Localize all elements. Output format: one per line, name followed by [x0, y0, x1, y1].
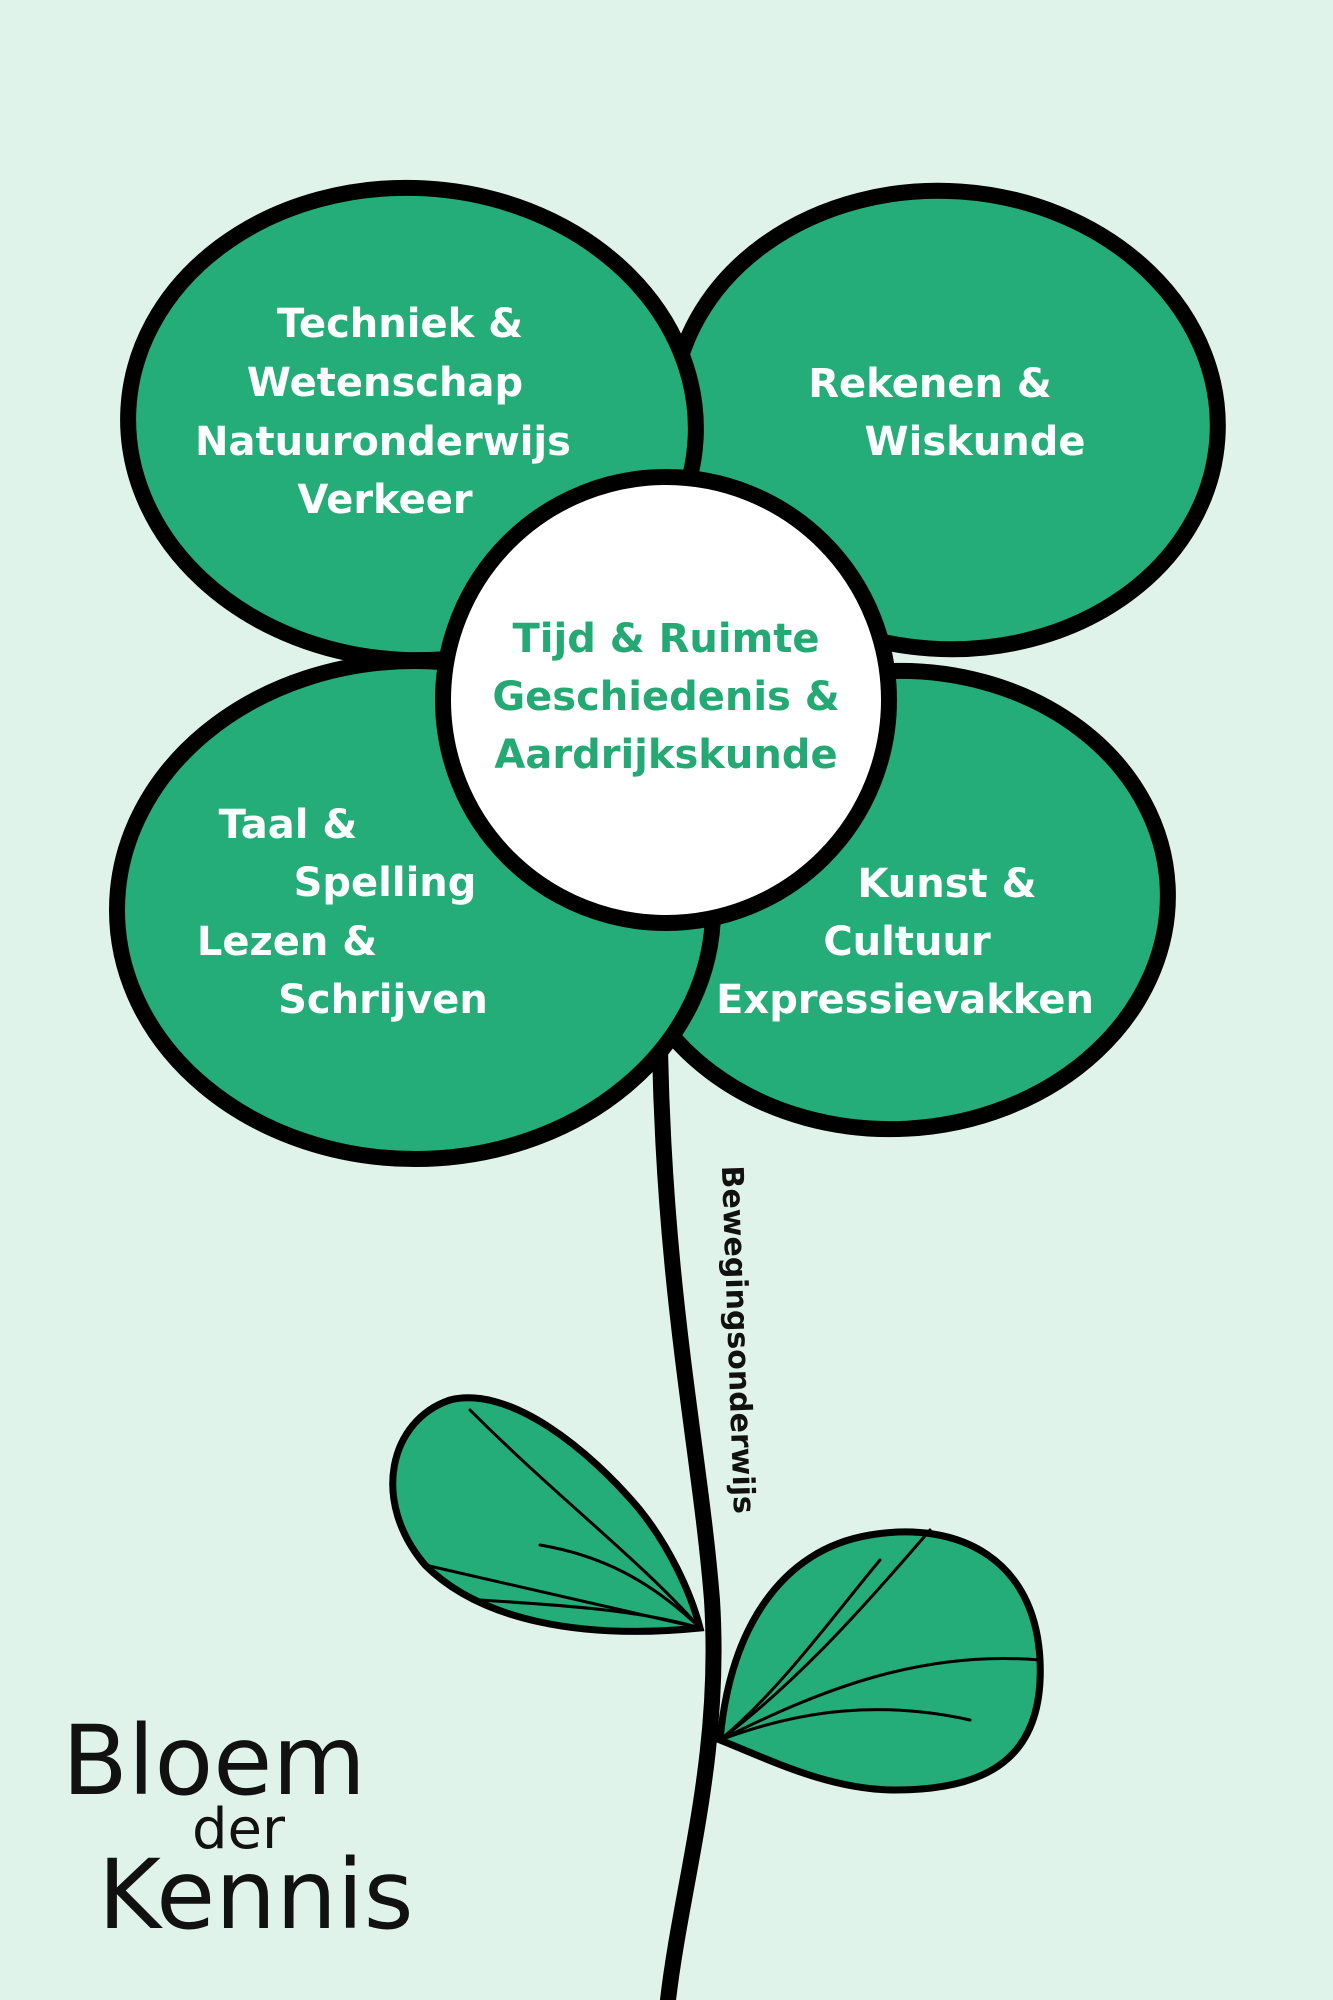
petal-top-left-text: Techniek & Wetenschap Natuuronderwijs Ve…	[195, 301, 571, 523]
petal-label: Wetenschap	[247, 360, 523, 406]
center-label: Tijd & Ruimte	[513, 616, 820, 662]
petal-label: Schrijven	[278, 977, 488, 1023]
title-line-2: der	[192, 1797, 286, 1862]
petal-label: Expressievakken	[716, 977, 1094, 1023]
left-leaf	[389, 1394, 705, 1635]
center-label: Geschiedenis &	[492, 674, 839, 720]
petal-bottom-left-text: Taal & Spelling Lezen & Schrijven	[197, 802, 488, 1023]
petal-top-right-text: Rekenen & Wiskunde	[808, 361, 1085, 465]
petal-label: Taal &	[219, 802, 358, 848]
petal-label: Rekenen &	[808, 361, 1051, 407]
center-label: Aardrijkskunde	[494, 732, 837, 778]
petal-label: Verkeer	[297, 477, 472, 523]
title: Bloem der Kennis	[62, 1705, 414, 1951]
petal-bottom-right-text: Kunst & Cultuur Expressievakken	[716, 861, 1094, 1023]
stem	[652, 1042, 722, 2000]
stem-label: Bewegingsonderwijs	[714, 1165, 761, 1514]
petal-label: Cultuur	[823, 919, 991, 965]
flower-center	[435, 469, 897, 931]
petal-label: Techniek &	[277, 301, 523, 347]
petal-label: Wiskunde	[865, 419, 1086, 465]
petal-label: Lezen &	[197, 919, 377, 965]
petal-label: Spelling	[294, 860, 477, 906]
center-text: Tijd & Ruimte Geschiedenis & Aardrijksku…	[492, 616, 839, 778]
petal-label: Kunst &	[858, 861, 1037, 907]
title-line-1: Bloem	[62, 1705, 366, 1817]
title-line-3: Kennis	[98, 1839, 414, 1951]
petal-label: Natuuronderwijs	[195, 419, 571, 465]
right-leaf	[716, 1528, 1044, 1794]
